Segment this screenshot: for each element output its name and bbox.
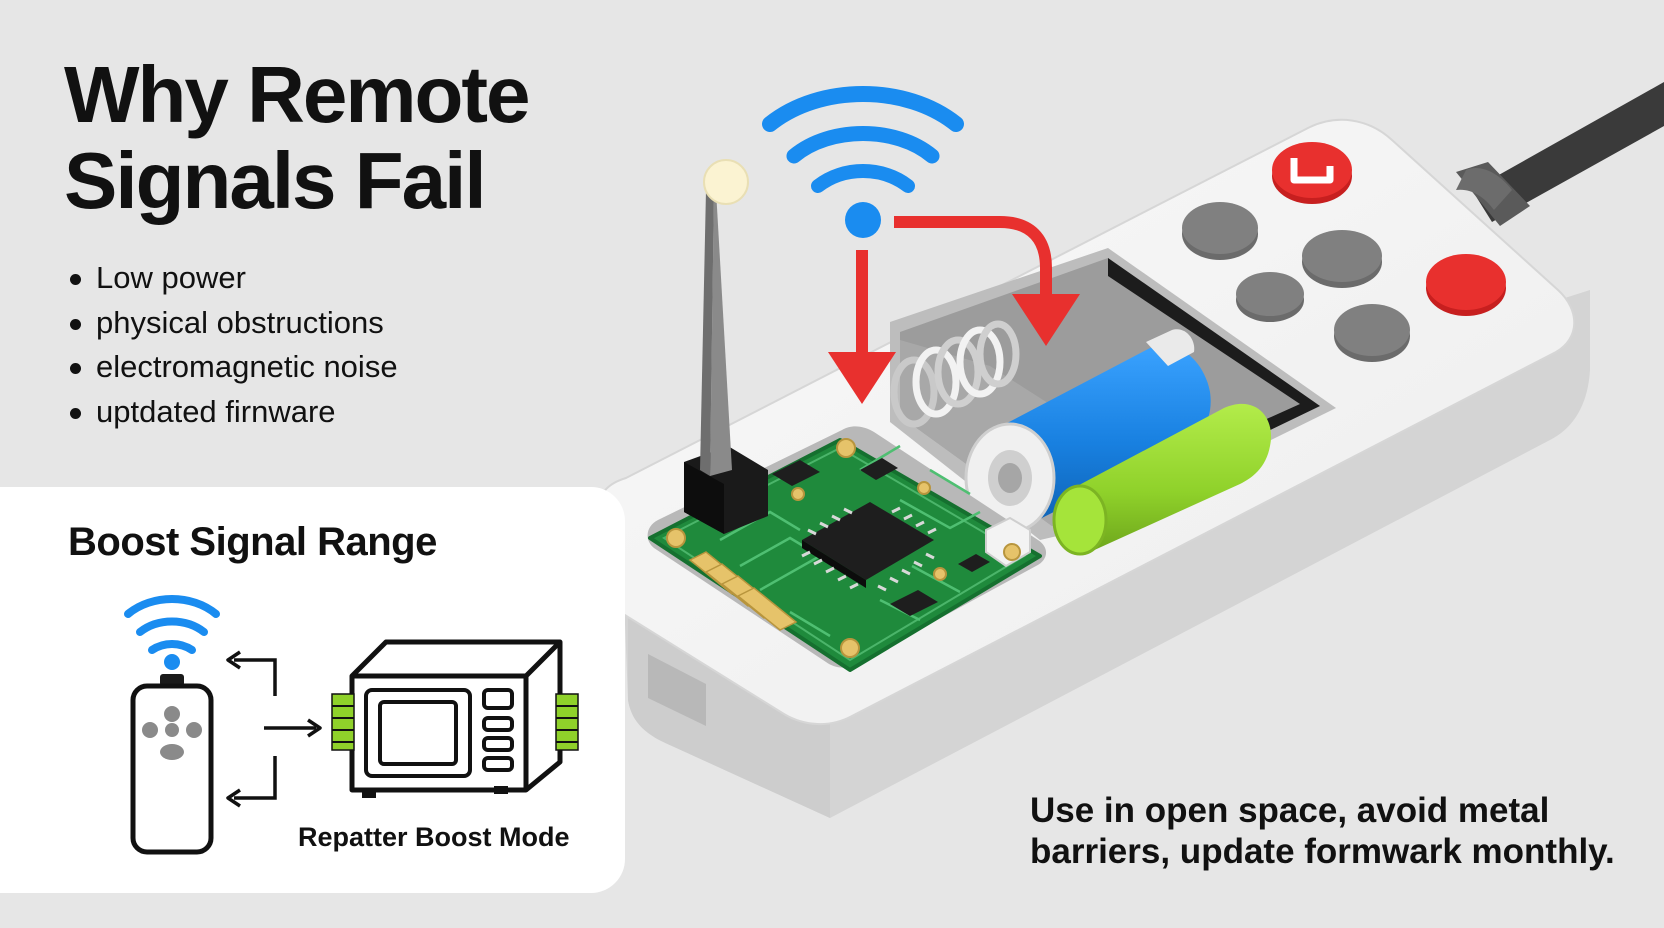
list-item: physical obstructions — [68, 301, 398, 346]
page-title: Why Remote Signals Fail — [64, 52, 624, 224]
bullet-icon — [70, 407, 81, 419]
cable — [1472, 82, 1664, 222]
list-item: Low power — [68, 256, 398, 301]
bullet-icon — [70, 363, 81, 374]
down-arrow-icon — [828, 250, 896, 404]
antenna-icon — [684, 159, 768, 534]
microwave-icon — [331, 639, 579, 798]
battery-icon-secondary — [1052, 403, 1272, 556]
power-icon — [1290, 158, 1334, 184]
remote-control-icon — [130, 674, 214, 855]
causes-list: Low power physical obstructions electrom… — [68, 256, 398, 434]
remote-device — [598, 82, 1664, 818]
usage-tip: Use in open space, avoid metal barriers,… — [1030, 791, 1615, 871]
boost-panel-heading: Boost Signal Range — [68, 520, 437, 564]
battery-icon — [964, 329, 1211, 534]
wifi-signal-icon — [124, 595, 220, 670]
spring-icon — [890, 320, 1020, 428]
bullet-icon — [70, 274, 81, 285]
remote-buttons — [1182, 142, 1506, 362]
title-line-1: Why Remote — [64, 50, 531, 139]
bent-arrow-icon — [894, 216, 1080, 346]
list-item: uptdated firnware — [68, 390, 398, 435]
list-item: electromagnetic noise — [68, 345, 398, 390]
title-line-2: Signals Fail — [64, 136, 487, 225]
connector-arrows — [226, 650, 322, 808]
side-port — [648, 654, 706, 726]
repeater-mode-label: Repatter Boost Mode — [298, 822, 570, 852]
bullet-icon — [70, 318, 81, 330]
wifi-signal-icon — [762, 86, 964, 238]
